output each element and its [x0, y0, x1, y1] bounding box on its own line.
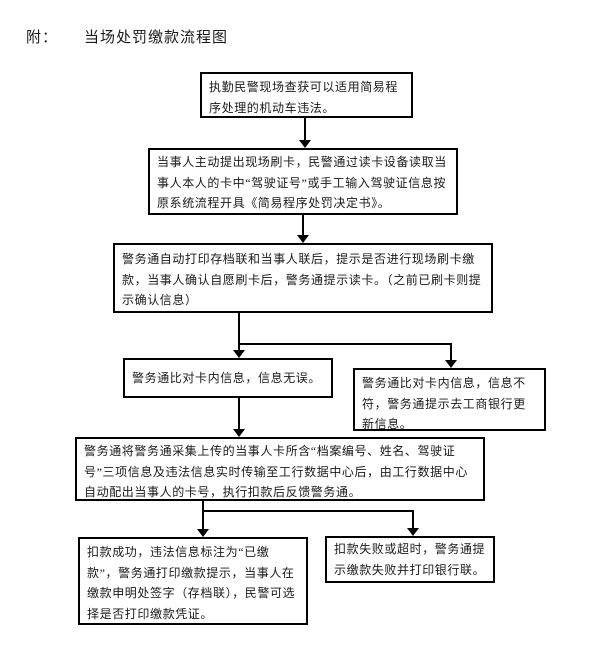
connector-branch-to-match	[238, 343, 240, 353]
connector-branch-to-mismatch	[450, 343, 452, 362]
connector-match-transmit	[238, 398, 240, 431]
connector-result-horizontal	[202, 510, 414, 512]
connector-step1-step2	[304, 118, 306, 142]
connector-branch-to-fail	[412, 510, 414, 530]
flow-step-deduct-fail: 扣款失败或超时，警务通提示缴款失败并打印银行联。	[325, 536, 495, 583]
title-prefix: 附：	[26, 30, 59, 46]
connector-branch-horizontal	[238, 343, 452, 345]
flow-step-info-match: 警务通比对卡内信息，信息无误。	[123, 358, 333, 398]
connector-transmit-branch	[202, 501, 204, 512]
flow-step-transmit-deduct: 警务通将警务通采集上传的当事人卡所含“档案编号、姓名、驾驶证号”三项信息及违法信…	[75, 437, 485, 501]
connector-step3-branch	[238, 313, 240, 345]
arrow-down-icon	[197, 529, 209, 537]
arrow-down-icon	[445, 360, 457, 368]
flow-step-deduct-success: 扣款成功，违法信息标注为“已缴款”，警务通打印缴款提示，当事人在缴款申明处签字（…	[78, 537, 308, 625]
title-text: 当场处罚缴款流程图	[84, 30, 229, 46]
arrow-down-icon	[233, 350, 245, 358]
page-title: 附： 当场处罚缴款流程图	[26, 26, 228, 47]
flow-step-card-swipe-read: 当事人主动提出现场刷卡，民警通过读卡设备读取当事人本人的卡中“驾驶证号”或手工输…	[148, 148, 458, 215]
arrow-down-icon	[299, 140, 311, 148]
flow-step-info-mismatch: 警务通比对卡内信息，信息不符，警务通提示去工商银行更新信息。	[353, 368, 546, 431]
flow-step-violation-found: 执勤民警现场查获可以适用简易程序处理的机动车违法。	[200, 72, 413, 118]
connector-step2-step3	[302, 215, 304, 237]
arrow-down-icon	[297, 235, 309, 243]
arrow-down-icon	[233, 429, 245, 437]
arrow-down-icon	[407, 528, 419, 536]
connector-branch-to-success	[202, 510, 204, 531]
flow-step-print-and-confirm: 警务通自动打印存档联和当事人联后，提示是否进行现场刷卡缴款，当事人确认自愿刷卡后…	[113, 243, 493, 313]
